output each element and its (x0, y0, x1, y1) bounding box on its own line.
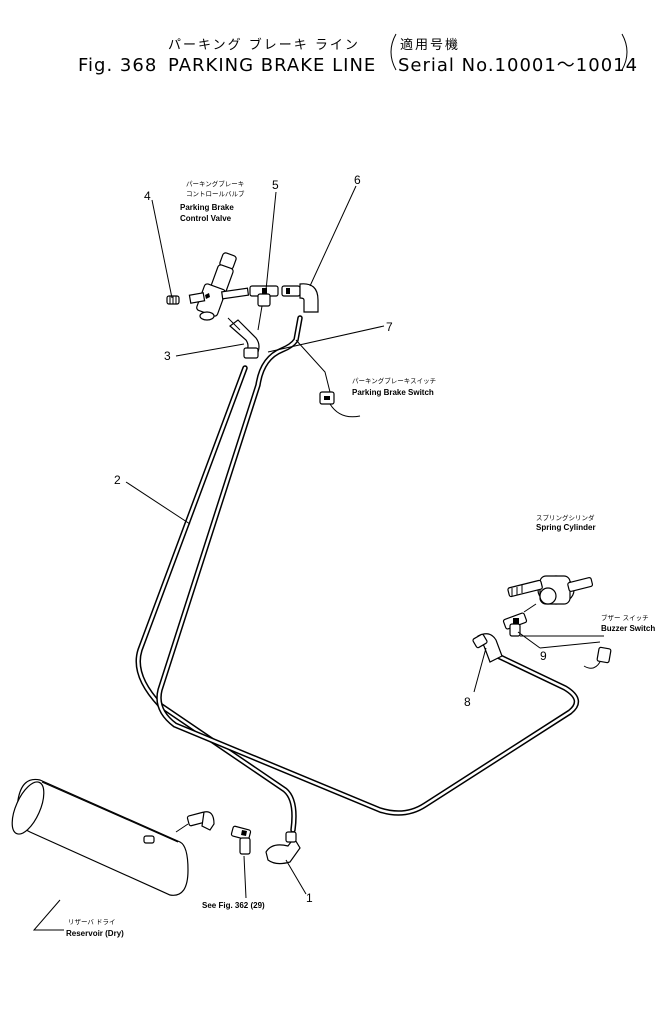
callout-7: 7 (386, 320, 393, 334)
reservoir-elbow-fitting (175, 811, 215, 833)
elbow-fitting-8 (472, 633, 503, 663)
callout-3: 3 (164, 349, 171, 363)
elbow-fitting-1 (265, 831, 301, 865)
control-valve-label-en-1: Parking Brake (180, 203, 234, 212)
title-bracket-right (621, 33, 628, 71)
pipe-2 (135, 365, 297, 833)
title-serial: Serial No.10001～10014 (398, 55, 638, 76)
callout-5: 5 (272, 178, 279, 192)
brake-switch-label-en: Parking Brake Switch (352, 388, 434, 397)
callout-4: 4 (144, 189, 151, 203)
parking-brake-control-valve (188, 252, 250, 321)
title-fig-number: Fig. 368 (78, 55, 157, 76)
leader-8 (473, 647, 487, 693)
title-bracket-left (390, 33, 397, 71)
control-valve-label-jp-1: パーキングブレーキ (186, 179, 244, 188)
pipe-7 (156, 315, 580, 816)
tee-fitting-5 (249, 285, 279, 307)
adapter-fitting (230, 825, 252, 855)
reservoir-label-en: Reservoir (Dry) (66, 929, 124, 938)
leader-4 (151, 199, 173, 299)
callout-6: 6 (354, 173, 361, 187)
callout-9: 9 (540, 649, 547, 663)
leader-see-fig (243, 855, 247, 899)
leader-reservoir (32, 899, 64, 931)
elbow-fitting-3 (227, 317, 260, 359)
tee-fitting-9 (502, 603, 537, 637)
see-fig-reference: See Fig. 362 (29) (202, 901, 265, 910)
reservoir-dry (11, 778, 189, 896)
title-jp: パーキング ブレーキ ライン (168, 37, 360, 53)
spring-cylinder (507, 575, 594, 605)
leader-2 (125, 481, 191, 525)
leader-7 (267, 325, 385, 353)
leader-9 (517, 631, 604, 649)
reservoir-label-jp: リザーバ ドライ (68, 918, 116, 926)
parking-brake-switch (295, 339, 361, 418)
buzzer-switch (583, 646, 612, 669)
elbow-fitting-6 (281, 283, 319, 313)
buzzer-switch-label-en: Buzzer Switch (601, 624, 655, 633)
leader-1 (285, 859, 307, 895)
brake-switch-label-jp: パーキングブレーキスイッチ (352, 376, 436, 385)
spring-cylinder-label-en: Spring Cylinder (536, 523, 596, 532)
callout-1: 1 (306, 891, 313, 905)
buzzer-switch-label-jp: ブザー スイッチ (601, 613, 649, 622)
control-valve-label-en-2: Control Valve (180, 214, 232, 223)
leader-6 (309, 185, 357, 287)
leader-5 (265, 191, 277, 291)
title-name: PARKING BRAKE LINE (168, 55, 376, 76)
callout-2: 2 (114, 473, 121, 487)
plug-4 (166, 295, 180, 305)
callout-8: 8 (464, 695, 471, 709)
leader-3 (175, 343, 245, 357)
title-applicable-jp: 適用号機 (400, 37, 460, 53)
control-valve-label-jp-2: コントロールバルブ (186, 189, 245, 198)
spring-cylinder-label-jp: スプリングシリンダ (536, 513, 595, 522)
